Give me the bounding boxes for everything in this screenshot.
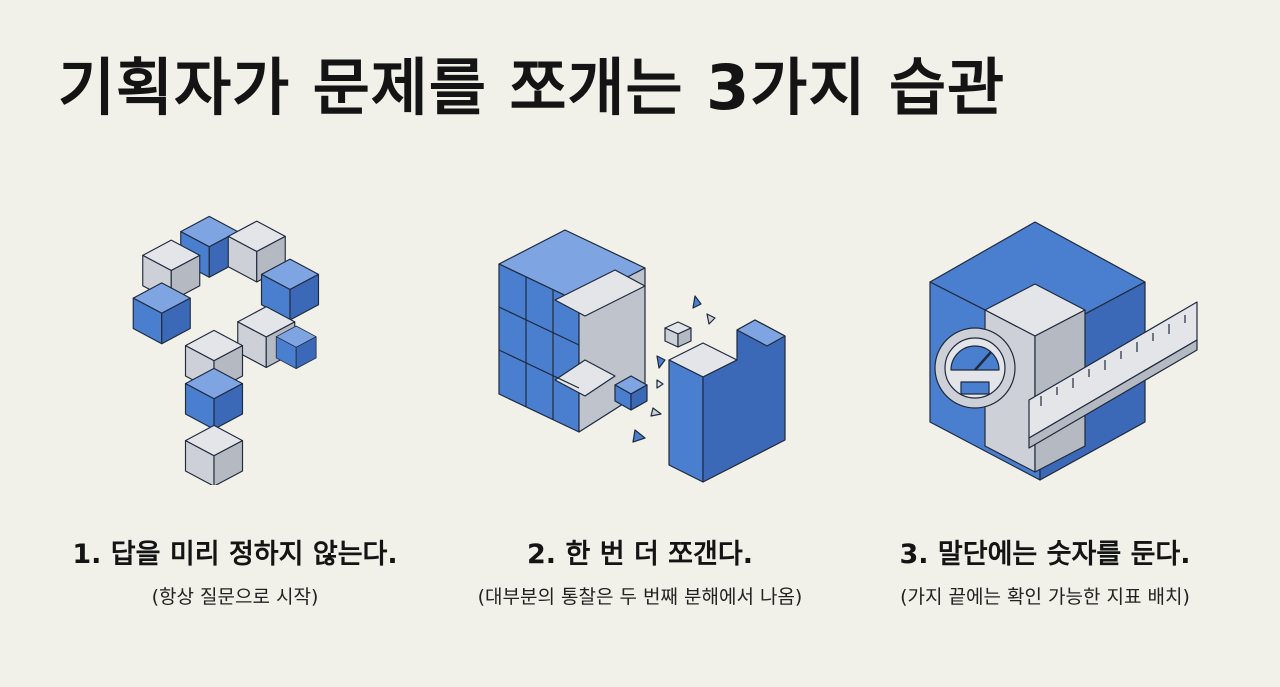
habit-1-note: (항상 질문으로 시작) [151, 586, 319, 608]
ruler-ticks-icon [1040, 315, 1186, 406]
habit-2-note: (대부분의 통찰은 두 번째 분해에서 나옴) [477, 586, 803, 608]
cube-gauge-ruler-illustration [845, 210, 1255, 490]
page-title: 기획자가 문제를 쪼개는 3가지 습관 [58, 51, 1006, 124]
habit-2-caption: 2. 한 번 더 쪼갠다. [527, 539, 753, 570]
habit-3-caption: 3. 말단에는 숫자를 둔다. [899, 539, 1191, 570]
question-mark-cubes-illustration [28, 205, 438, 485]
habit-3-note: (가지 끝에는 확인 가능한 지표 배치) [900, 586, 1190, 608]
splitting-cube-illustration [435, 210, 845, 490]
habit-1-caption: 1. 답을 미리 정하지 않는다. [72, 539, 398, 570]
